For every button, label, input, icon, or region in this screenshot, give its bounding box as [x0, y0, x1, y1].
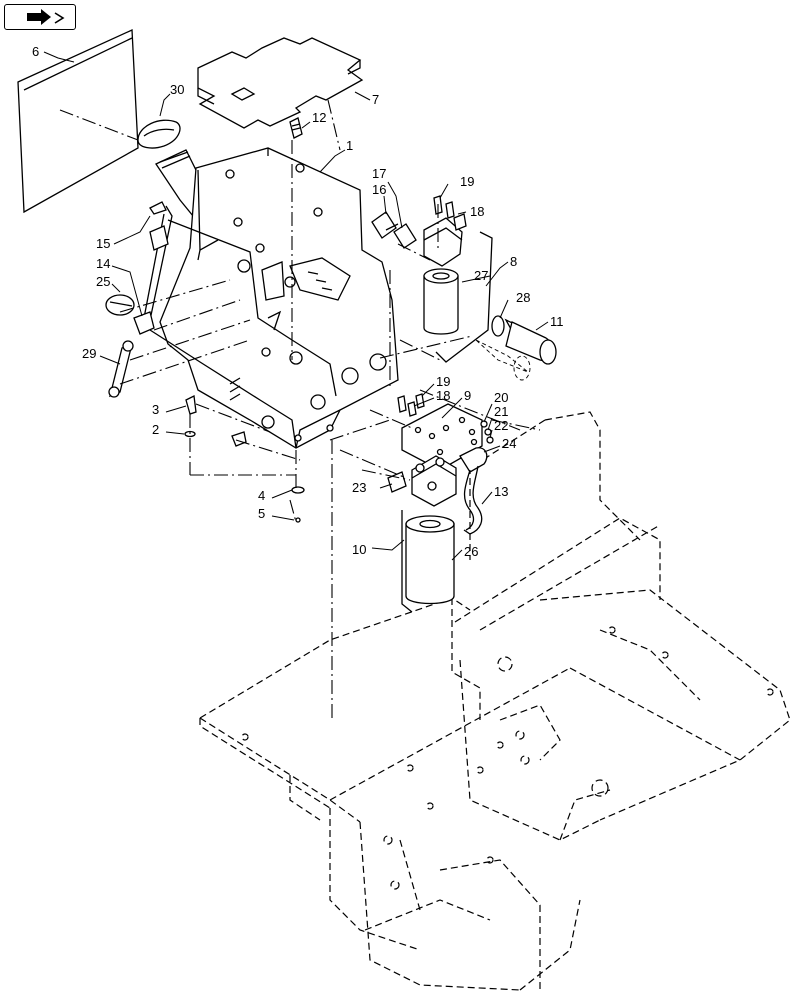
label-part-18a: 18 — [470, 204, 484, 219]
arrow-forward-icon — [27, 9, 65, 25]
label-part-22: 22 — [494, 418, 508, 433]
part-29-level-indicator — [108, 340, 134, 398]
label-part-26: 26 — [464, 544, 478, 559]
part-labels: 6 7 30 12 1 17 16 19 18 8 27 28 11 15 14… — [32, 44, 564, 559]
part-11-filter-cartridge — [475, 315, 557, 381]
label-part-28: 28 — [516, 290, 530, 305]
chassis-frame — [199, 411, 791, 991]
label-part-20: 20 — [494, 390, 508, 405]
part-9-mounting-plate — [401, 403, 483, 471]
label-part-17: 17 — [372, 166, 386, 181]
leader-lines — [43, 51, 549, 561]
label-part-1: 1 — [346, 138, 353, 153]
part-upper-filter-head — [423, 195, 467, 267]
part-12-breather-fitting — [289, 117, 303, 139]
part-8-bracket-frame — [435, 231, 493, 363]
part-26-filter-element — [405, 515, 455, 605]
label-part-19a: 19 — [460, 174, 474, 189]
part-6-side-panel — [17, 29, 139, 214]
part-lower-filter-head — [387, 455, 457, 507]
label-part-18b: 18 — [436, 388, 450, 403]
part-16-17-fittings — [371, 211, 417, 249]
label-part-10: 10 — [352, 542, 366, 557]
part-7-cover-plate — [197, 37, 364, 129]
label-part-7: 7 — [372, 92, 379, 107]
label-part-15: 15 — [96, 236, 110, 251]
label-part-4: 4 — [258, 488, 265, 503]
label-part-24: 24 — [502, 436, 516, 451]
label-part-21: 21 — [494, 404, 508, 419]
label-part-16: 16 — [372, 182, 386, 197]
label-part-13: 13 — [494, 484, 508, 499]
label-part-8: 8 — [510, 254, 517, 269]
label-part-30: 30 — [170, 82, 184, 97]
label-part-9: 9 — [464, 388, 471, 403]
part-27-filter-element — [423, 268, 459, 335]
label-part-12: 12 — [312, 110, 326, 125]
label-part-11: 11 — [550, 314, 564, 329]
label-part-2: 2 — [152, 422, 159, 437]
label-part-14: 14 — [96, 256, 110, 271]
centerlines — [59, 99, 541, 720]
label-part-25: 25 — [96, 274, 110, 289]
label-part-27: 27 — [474, 268, 488, 283]
nav-button[interactable] — [4, 4, 76, 30]
label-part-6: 6 — [32, 44, 39, 59]
label-part-19b: 19 — [436, 374, 450, 389]
label-part-23: 23 — [352, 480, 366, 495]
label-part-3: 3 — [152, 402, 159, 417]
part-1-hydraulic-tank — [149, 147, 399, 449]
part-13-hose — [459, 447, 488, 535]
label-part-5: 5 — [258, 506, 265, 521]
label-part-29: 29 — [82, 346, 96, 361]
